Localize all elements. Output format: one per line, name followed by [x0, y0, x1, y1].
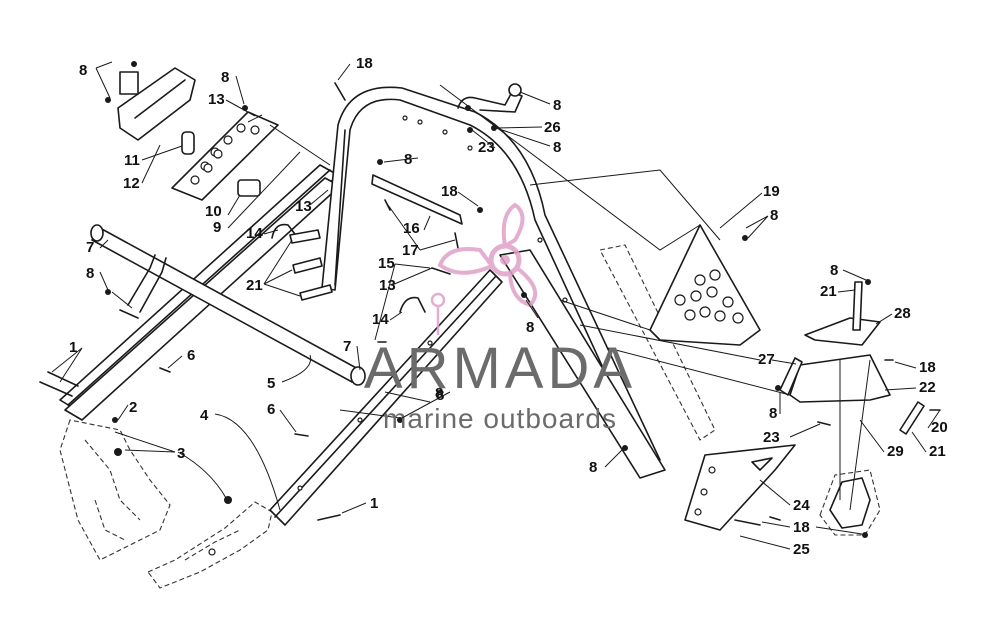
- callout-4: 4: [200, 407, 209, 424]
- callout-18: 18: [919, 359, 936, 376]
- callout-1: 1: [69, 339, 77, 356]
- callout-8: 8: [221, 69, 229, 86]
- watermark-tagline: marine outboards: [383, 403, 617, 434]
- callout-26: 26: [544, 119, 561, 136]
- callout-29: 29: [887, 443, 904, 460]
- strap-16: [371, 174, 463, 225]
- callout-8: 8: [435, 385, 443, 402]
- callout-19: 19: [763, 183, 780, 200]
- bracket-plate-19: [649, 224, 761, 346]
- callout-18: 18: [441, 183, 458, 200]
- callout-13: 13: [208, 91, 225, 108]
- lower-frame-mount-outline: [147, 501, 273, 589]
- callout-13: 13: [379, 277, 396, 294]
- control-module-12: [105, 61, 196, 141]
- callout-17: 17: [402, 242, 419, 259]
- callout-8: 8: [830, 262, 838, 279]
- callout-11: 11: [124, 152, 140, 169]
- clip-14: [271, 223, 426, 313]
- plate-24: [684, 444, 796, 531]
- slotted-straps-21: [289, 229, 333, 301]
- callout-1: 1: [370, 495, 378, 512]
- propeller-logo-icon: [430, 202, 538, 335]
- callout-8: 8: [770, 207, 778, 224]
- callout-8: 8: [553, 97, 561, 114]
- left-frame-mount-outline: [59, 419, 171, 561]
- callout-21: 21: [820, 283, 837, 300]
- watermark-brand: ARMADA: [364, 336, 636, 401]
- leader-lines: [111, 84, 871, 511]
- callout-8: 8: [86, 265, 94, 282]
- callout-7: 7: [86, 239, 94, 256]
- relay-10: [237, 179, 261, 197]
- callout-24: 24: [793, 497, 810, 514]
- bent-brace-tube: [119, 254, 167, 319]
- callout-28: 28: [894, 305, 911, 322]
- callout-8: 8: [553, 139, 561, 156]
- callout-18: 18: [793, 519, 810, 536]
- callout-12: 12: [123, 175, 140, 192]
- callout-21: 21: [246, 277, 263, 294]
- crossbar-tube-7: [90, 224, 366, 386]
- callout-8: 8: [526, 319, 534, 336]
- strap-right-21: [852, 281, 925, 435]
- bushing-11: [181, 131, 195, 155]
- callout-2: 2: [129, 399, 137, 416]
- callout-6: 6: [267, 401, 275, 418]
- component-bottom-right: [819, 469, 881, 536]
- callout-15: 15: [378, 255, 395, 272]
- callout-18: 18: [356, 55, 373, 72]
- callout-23: 23: [478, 139, 495, 156]
- callout-22: 22: [919, 379, 936, 396]
- bracket-22: [779, 354, 891, 403]
- callout-8: 8: [436, 387, 444, 404]
- callout-10: 10: [205, 203, 222, 220]
- callout-20: 20: [931, 419, 948, 436]
- mount-plate-9: [171, 111, 279, 201]
- callout-13: 13: [295, 198, 312, 215]
- callout-leaders: [51, 61, 941, 550]
- callout-5: 5: [267, 375, 275, 392]
- callout-23: 23: [763, 429, 780, 446]
- callout-21: 21: [929, 443, 946, 460]
- front-frame-member: [499, 244, 716, 479]
- callout-8: 8: [769, 405, 777, 422]
- callout-7: 7: [343, 338, 351, 355]
- frame-tube-4: [269, 269, 503, 526]
- plate-28: [804, 317, 881, 346]
- callout-8: 8: [79, 62, 87, 79]
- callout-25: 25: [793, 541, 810, 558]
- callout-8: 8: [589, 459, 597, 476]
- callout-6: 6: [187, 347, 195, 364]
- callout-16: 16: [403, 220, 420, 237]
- bracket-26: [457, 83, 523, 113]
- armada-watermark: ARMADA marine outboards: [364, 202, 636, 434]
- callout-14: 14: [246, 225, 263, 242]
- callout-9: 9: [213, 219, 221, 236]
- callout-27: 27: [758, 351, 775, 368]
